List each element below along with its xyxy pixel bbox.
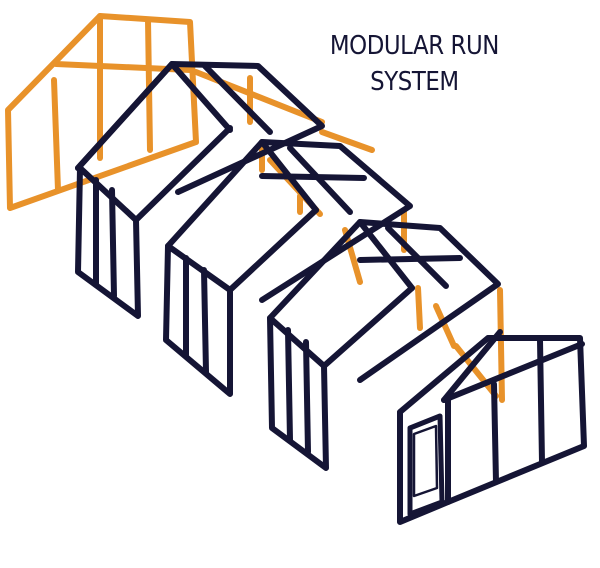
end-wall-front (397, 329, 587, 525)
run-module-2 (163, 139, 413, 397)
run-module-3 (267, 219, 501, 471)
run-module-1 (75, 61, 325, 319)
door (407, 413, 445, 517)
diagram-title: MODULAR RUN SYSTEM (300, 28, 529, 100)
title-line-2: SYSTEM (370, 67, 459, 97)
end-wall-rear (5, 13, 199, 211)
title-line-1: MODULAR RUN (329, 31, 500, 61)
